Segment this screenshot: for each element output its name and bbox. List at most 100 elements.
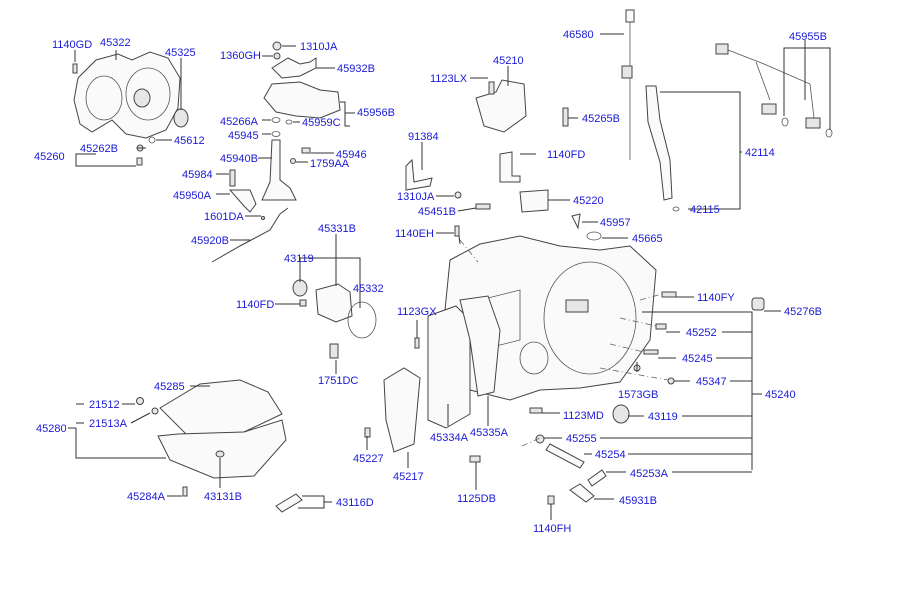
label-45945[interactable]: 45945 bbox=[228, 130, 259, 142]
oring-45332 bbox=[347, 301, 377, 339]
label-1751DC[interactable]: 1751DC bbox=[318, 375, 358, 387]
oring-45959C bbox=[285, 119, 293, 125]
label-1140FD-left[interactable]: 1140FD bbox=[236, 299, 274, 311]
label-45285[interactable]: 45285 bbox=[154, 381, 185, 393]
label-1573GB[interactable]: 1573GB bbox=[618, 389, 658, 401]
label-45266A[interactable]: 45266A bbox=[220, 116, 259, 128]
label-45253A[interactable]: 45253A bbox=[630, 468, 669, 480]
label-1123LX[interactable]: 1123LX bbox=[430, 73, 468, 85]
gasket-45335A bbox=[459, 295, 501, 397]
label-45920B[interactable]: 45920B bbox=[191, 235, 229, 247]
shaft-45254 bbox=[545, 443, 585, 469]
label-1125DB[interactable]: 1125DB bbox=[457, 493, 496, 505]
bolt-1123GX bbox=[414, 337, 420, 349]
pin-1759AA bbox=[290, 158, 296, 164]
bracket-1751DC bbox=[329, 343, 339, 359]
label-45931B[interactable]: 45931B bbox=[619, 495, 657, 507]
label-45940B[interactable]: 45940B bbox=[220, 153, 258, 165]
label-1601DA[interactable]: 1601DA bbox=[204, 211, 244, 223]
label-91384[interactable]: 91384 bbox=[408, 131, 439, 143]
sensor-43116D bbox=[275, 493, 303, 513]
label-42114[interactable]: 42114 bbox=[745, 147, 775, 159]
label-21513A[interactable]: 21513A bbox=[89, 418, 128, 430]
label-1140FH[interactable]: 1140FH bbox=[533, 523, 571, 535]
label-45280[interactable]: 45280 bbox=[36, 423, 67, 435]
tube-42114 bbox=[645, 85, 673, 201]
label-42115[interactable]: 42115 bbox=[690, 204, 720, 216]
label-45217[interactable]: 45217 bbox=[393, 471, 424, 483]
label-1140EH[interactable]: 1140EH bbox=[395, 228, 434, 240]
label-43119-left[interactable]: 43119 bbox=[284, 253, 314, 265]
label-45956B[interactable]: 45956B bbox=[357, 107, 395, 119]
valve-body-cover-45334A bbox=[427, 305, 471, 429]
label-43119-right[interactable]: 43119 bbox=[648, 411, 678, 423]
dowel-45252 bbox=[655, 323, 667, 330]
pin-1601DA bbox=[261, 216, 265, 220]
bolt-1140FY bbox=[661, 291, 677, 298]
oring-45665 bbox=[586, 231, 602, 241]
label-45262B[interactable]: 45262B bbox=[80, 143, 118, 155]
label-43131B[interactable]: 43131B bbox=[204, 491, 242, 503]
bushing-45276B bbox=[751, 297, 765, 311]
label-45665[interactable]: 45665 bbox=[632, 233, 663, 245]
stud-45451B bbox=[475, 203, 491, 210]
label-45276B[interactable]: 45276B bbox=[784, 306, 822, 318]
leader-lines bbox=[68, 33, 831, 520]
label-45325[interactable]: 45325 bbox=[165, 47, 196, 59]
label-1310JA-top[interactable]: 1310JA bbox=[300, 41, 338, 53]
label-45959C[interactable]: 45959C bbox=[302, 117, 341, 129]
nut-1310JA-mid bbox=[454, 191, 462, 199]
label-45955B[interactable]: 45955B bbox=[789, 31, 827, 43]
label-45240[interactable]: 45240 bbox=[765, 389, 796, 401]
gasket-21513A bbox=[151, 407, 159, 415]
label-45334A[interactable]: 45334A bbox=[430, 432, 469, 444]
label-45332[interactable]: 45332 bbox=[353, 283, 384, 295]
label-1140GD[interactable]: 1140GD bbox=[52, 39, 92, 51]
seal-43119-left bbox=[292, 279, 308, 297]
rear-cover-45322 bbox=[73, 51, 181, 139]
label-45245[interactable]: 45245 bbox=[682, 353, 713, 365]
label-45347[interactable]: 45347 bbox=[696, 376, 727, 388]
label-45260[interactable]: 45260 bbox=[34, 151, 65, 163]
label-46580[interactable]: 46580 bbox=[563, 29, 594, 41]
bolt-45284A bbox=[182, 486, 188, 497]
inhibitor-switch-45956B bbox=[263, 81, 341, 119]
label-45220[interactable]: 45220 bbox=[573, 195, 604, 207]
sensor-45955B-a bbox=[761, 103, 777, 115]
bolt-1125DB bbox=[469, 455, 481, 463]
label-45984[interactable]: 45984 bbox=[182, 169, 213, 181]
label-45322[interactable]: 45322 bbox=[100, 37, 131, 49]
label-45255[interactable]: 45255 bbox=[566, 433, 597, 445]
label-45946[interactable]: 45946 bbox=[336, 149, 367, 161]
label-45265B[interactable]: 45265B bbox=[582, 113, 620, 125]
plug-45347 bbox=[667, 377, 675, 385]
label-45227[interactable]: 45227 bbox=[353, 453, 384, 465]
label-1759AA[interactable]: 1759AA bbox=[310, 158, 350, 170]
label-45210[interactable]: 45210 bbox=[493, 55, 524, 67]
bolt-1123MD bbox=[529, 407, 543, 414]
bracket-45220 bbox=[519, 189, 549, 213]
label-45284A[interactable]: 45284A bbox=[127, 491, 166, 503]
label-21512[interactable]: 21512 bbox=[89, 399, 120, 411]
dipstick-46580 bbox=[625, 9, 635, 23]
label-45254[interactable]: 45254 bbox=[595, 449, 626, 461]
label-45451B[interactable]: 45451B bbox=[418, 206, 456, 218]
label-45335A[interactable]: 45335A bbox=[470, 427, 509, 439]
label-1140FD-mid[interactable]: 1140FD bbox=[547, 149, 585, 161]
label-43116D[interactable]: 43116D bbox=[336, 497, 374, 509]
bolt-1123LX bbox=[488, 81, 495, 95]
label-45252[interactable]: 45252 bbox=[686, 327, 717, 339]
label-1310JA-mid[interactable]: 1310JA bbox=[397, 191, 435, 203]
label-45950A[interactable]: 45950A bbox=[173, 190, 212, 202]
label-45932B[interactable]: 45932B bbox=[337, 63, 375, 75]
label-1123GX[interactable]: 1123GX bbox=[397, 306, 437, 318]
label-1360GH[interactable]: 1360GH bbox=[220, 50, 261, 62]
label-45957[interactable]: 45957 bbox=[600, 217, 631, 229]
label-45331B[interactable]: 45331B bbox=[318, 223, 356, 235]
harness-branch bbox=[755, 61, 771, 101]
label-1123MD[interactable]: 1123MD bbox=[563, 410, 604, 422]
label-1140FY[interactable]: 1140FY bbox=[697, 292, 735, 304]
seal-45325 bbox=[173, 108, 189, 128]
label-45612[interactable]: 45612 bbox=[174, 135, 205, 147]
magnet-43131B bbox=[215, 450, 225, 458]
